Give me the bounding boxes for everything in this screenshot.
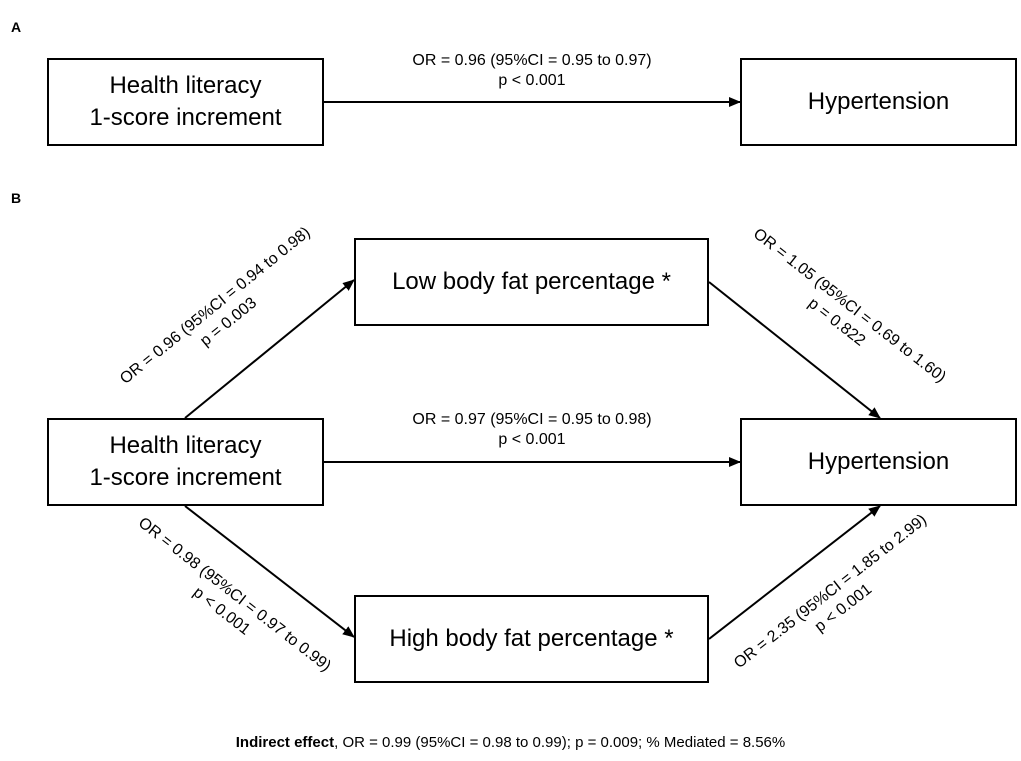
panel-b-letter: B xyxy=(11,190,22,206)
arrow-exposure-to-low xyxy=(184,279,355,419)
panel-b-outcome-label: Hypertension xyxy=(807,448,950,475)
panel-a-exposure-box: Health literacy 1-score increment xyxy=(47,58,324,146)
indirect-effect-values: , OR = 0.99 (95%CI = 0.98 to 0.99); p = … xyxy=(334,734,786,751)
mediator-high-box: High body fat percentage * xyxy=(354,595,709,683)
panel-a-direct-or: OR = 0.96 (95%CI = 0.95 to 0.97) xyxy=(412,52,652,69)
mediator-high-label: High body fat percentage * xyxy=(389,625,674,652)
panel-a-outcome-label: Hypertension xyxy=(807,88,950,115)
mediator-low-label: Low body fat percentage * xyxy=(392,268,671,295)
panel-b-exposure-line2: 1-score increment xyxy=(89,464,282,491)
indirect-effect-footer: Indirect effect, OR = 0.99 (95%CI = 0.98… xyxy=(0,734,1021,751)
indirect-effect-title: Indirect effect xyxy=(235,734,335,751)
panel-a-letter: A xyxy=(11,19,22,35)
panel-b-direct-effect-label: OR = 0.97 (95%CI = 0.95 to 0.98) p < 0.0… xyxy=(330,410,734,450)
panel-b-outcome-box: Hypertension xyxy=(740,418,1017,506)
panel-b-exposure-line1: Health literacy xyxy=(109,432,262,459)
panel-a-exposure-line2: 1-score increment xyxy=(89,104,282,131)
arrow-high-to-outcome xyxy=(708,505,881,640)
arrow-exposure-to-high xyxy=(184,505,355,638)
arrow-low-to-outcome xyxy=(708,281,881,419)
panel-b-direct-p: p < 0.001 xyxy=(498,431,566,448)
panel-b-direct-or: OR = 0.97 (95%CI = 0.95 to 0.98) xyxy=(412,411,652,428)
panel-a-direct-p: p < 0.001 xyxy=(498,72,566,89)
panel-a-direct-effect-label: OR = 0.96 (95%CI = 0.95 to 0.97) p < 0.0… xyxy=(330,51,734,91)
panel-a-exposure-line1: Health literacy xyxy=(109,72,262,99)
panel-b-exposure-box: Health literacy 1-score increment xyxy=(47,418,324,506)
mediator-low-box: Low body fat percentage * xyxy=(354,238,709,326)
panel-a-outcome-box: Hypertension xyxy=(740,58,1017,146)
